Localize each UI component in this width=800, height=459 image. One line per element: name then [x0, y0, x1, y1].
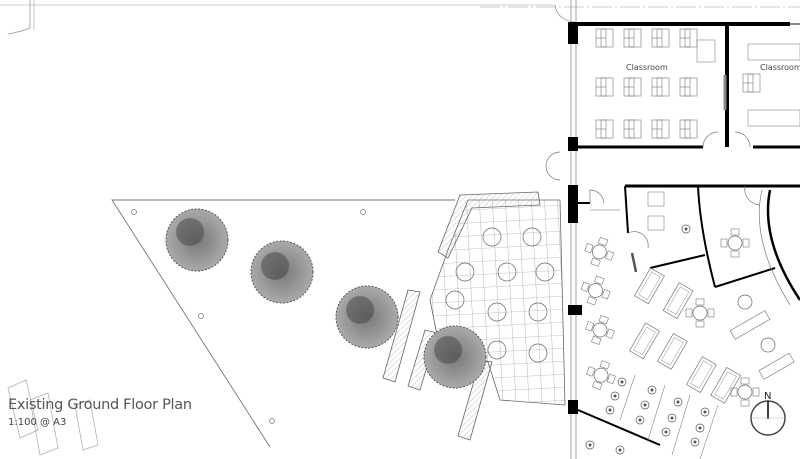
site-boundary [0, 0, 800, 35]
bench-outlines [7, 379, 99, 456]
lawn-area [111, 199, 455, 448]
building-walls [545, 0, 800, 459]
tree-icon [165, 208, 229, 272]
drawing-scale: 1:100 @ A3 [8, 417, 67, 428]
north-label: N [764, 391, 771, 402]
classroom-furniture [595, 28, 800, 139]
room-label-classroom-2: Classroom [760, 63, 800, 72]
room-label-classroom-1: Classroom [626, 63, 668, 72]
tree-icon [250, 240, 314, 304]
trees [165, 208, 487, 389]
paved-plaza [382, 191, 566, 441]
tree-icon [423, 325, 487, 389]
tree-icon [335, 285, 399, 349]
north-arrow-icon [750, 400, 786, 436]
drawing-title: Existing Ground Floor Plan [8, 397, 192, 413]
open-plan-furniture [577, 191, 795, 459]
